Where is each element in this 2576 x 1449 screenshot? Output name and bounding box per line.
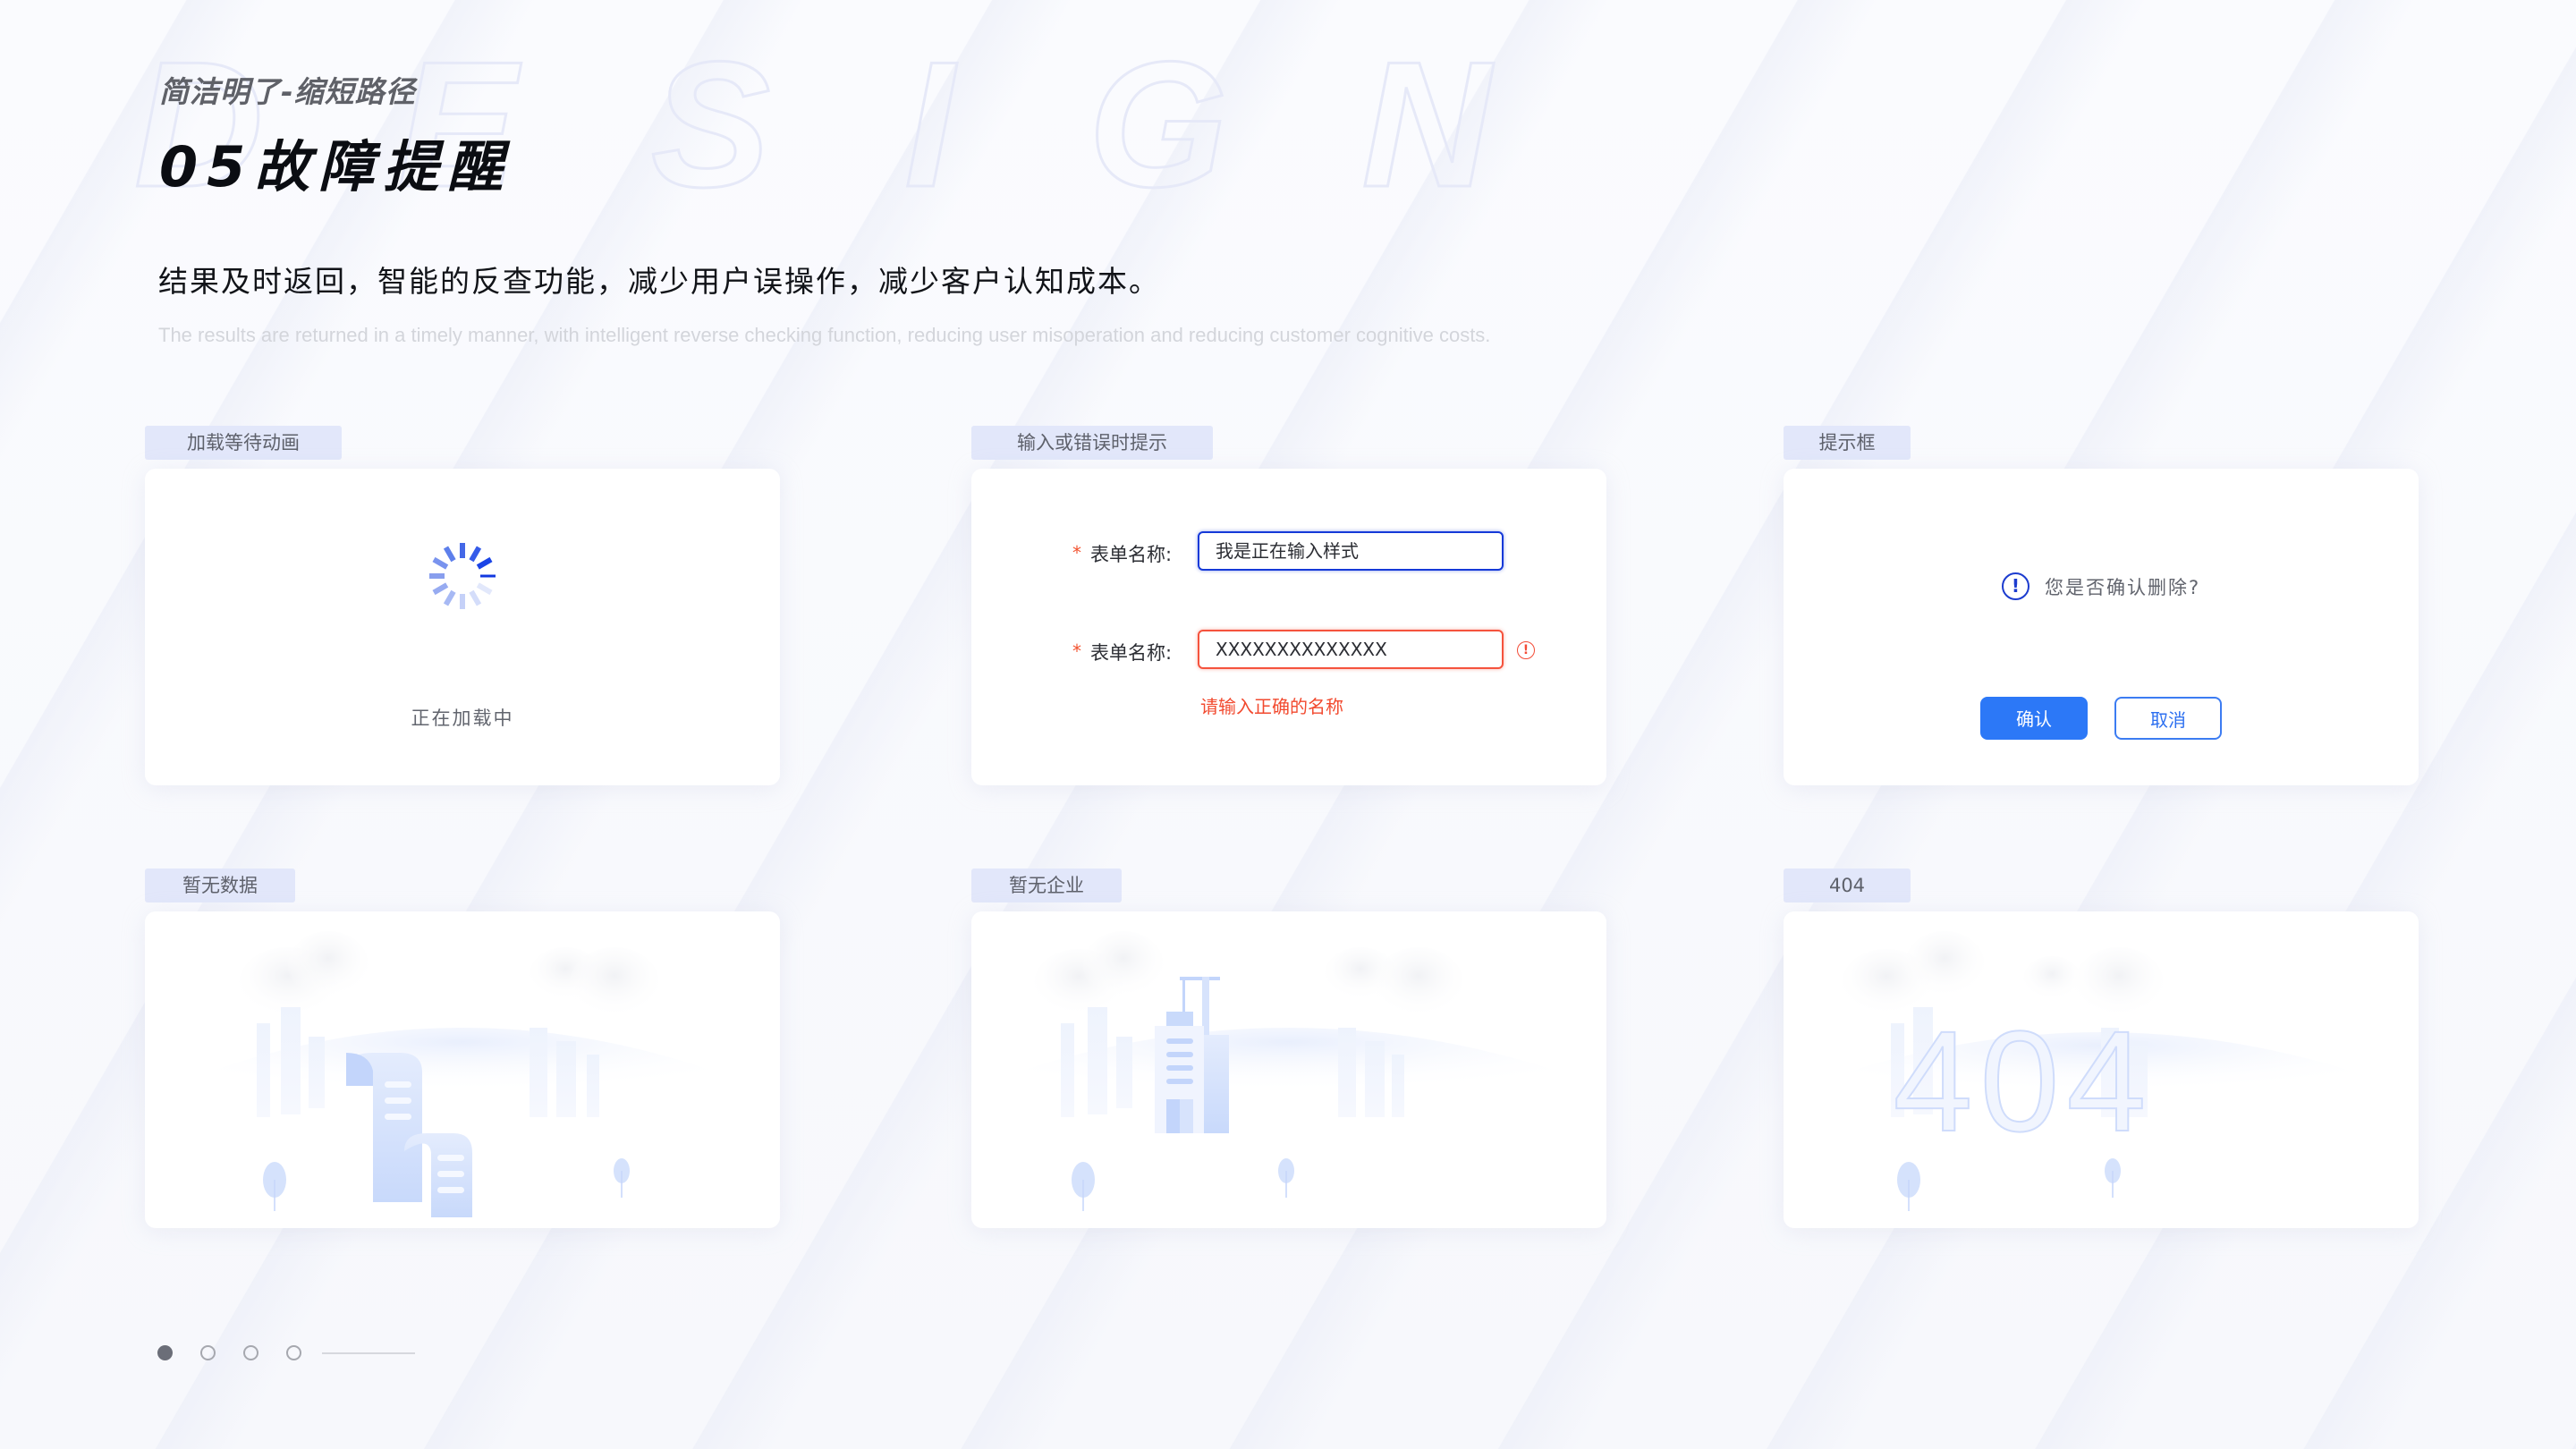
warning-info-icon: ! bbox=[2001, 572, 2029, 600]
form-row-error: * 表单名称: ! bbox=[971, 630, 1606, 673]
form-name-input-error[interactable] bbox=[1198, 630, 1504, 669]
page-title: 05故障提醒 bbox=[159, 134, 513, 199]
card-empty-data bbox=[145, 911, 780, 1228]
error-alert-icon: ! bbox=[1517, 641, 1535, 659]
card-loading: 正在加载中 bbox=[145, 469, 780, 785]
spinner-icon bbox=[429, 543, 496, 609]
section-subtitle: 简洁明了-缩短路径 bbox=[159, 74, 416, 109]
design-watermark: DESIGN bbox=[133, 25, 1625, 225]
tag-loading: 加载等待动画 bbox=[145, 426, 342, 460]
pagination-line bbox=[322, 1352, 415, 1354]
form-name-input-focused[interactable] bbox=[1198, 531, 1504, 571]
form-row-focus: * 表单名称: bbox=[971, 531, 1606, 574]
tag-dialog: 提示框 bbox=[1784, 426, 1911, 460]
illustration-404-text: 404 bbox=[1894, 1001, 2154, 1161]
tag-empty-enterprise: 暂无企业 bbox=[971, 869, 1122, 902]
description-english: The results are returned in a timely man… bbox=[158, 324, 1491, 346]
empty-enterprise-illustration bbox=[1016, 931, 1562, 1211]
pagination-dot-4[interactable] bbox=[286, 1345, 301, 1360]
pagination-dot-1[interactable] bbox=[157, 1345, 173, 1360]
confirm-message: 您是否确认删除? bbox=[2044, 576, 2201, 598]
card-empty-enterprise bbox=[971, 911, 1606, 1228]
confirm-button[interactable]: 确认 bbox=[1980, 697, 2088, 740]
cancel-button[interactable]: 取消 bbox=[2114, 697, 2222, 740]
confirm-message-row: ! 您是否确认删除? bbox=[1784, 572, 2419, 608]
empty-data-illustration bbox=[208, 931, 717, 1217]
pagination-dot-2[interactable] bbox=[200, 1345, 216, 1360]
tag-404: 404 bbox=[1784, 869, 1911, 902]
pagination-dot-3[interactable] bbox=[243, 1345, 258, 1360]
tag-empty-data: 暂无数据 bbox=[145, 869, 295, 902]
tag-input-error: 输入或错误时提示 bbox=[971, 426, 1213, 460]
form-name-label: 表单名称: bbox=[1090, 642, 1173, 664]
error-message: 请输入正确的名称 bbox=[1200, 696, 1343, 717]
required-mark: * bbox=[1072, 542, 1081, 564]
loading-text: 正在加载中 bbox=[411, 708, 514, 729]
card-input-error: * 表单名称: * 表单名称: ! 请输入正确的名称 bbox=[971, 469, 1606, 785]
card-confirm-dialog: ! 您是否确认删除? 确认 取消 bbox=[1784, 469, 2419, 785]
form-name-label: 表单名称: bbox=[1090, 544, 1173, 565]
description-chinese: 结果及时返回，智能的反查功能，减少用户误操作，减少客户认知成本。 bbox=[158, 264, 1160, 299]
not-found-404-illustration: 404 bbox=[1842, 931, 2356, 1211]
card-404: 404 bbox=[1784, 911, 2419, 1228]
required-mark: * bbox=[1072, 640, 1081, 662]
